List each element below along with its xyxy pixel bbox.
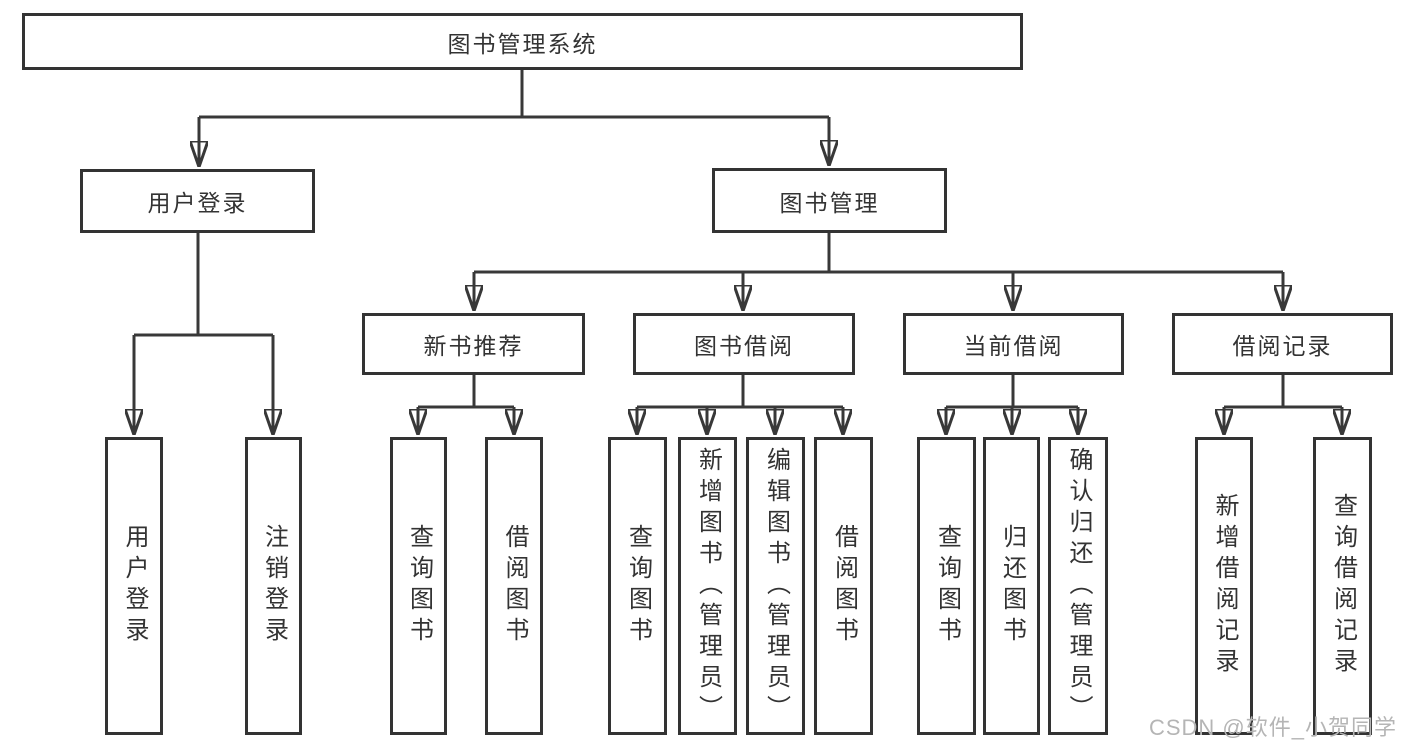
leaf-query-borrow-record-label: 查询借阅记录	[1329, 493, 1357, 679]
node-borrowing-records: 借阅记录	[1172, 313, 1393, 375]
node-new-book-recommend-label: 新书推荐	[423, 333, 524, 359]
leaf-logout-label: 注销登录	[260, 524, 288, 648]
leaf-add-borrow-record: 新增借阅记录	[1195, 437, 1253, 735]
csdn-watermark: CSDN @软件_小贺同学	[1148, 715, 1397, 740]
leaf-confirm-return-admin-label: 确认归还（管理员）	[1065, 446, 1092, 726]
leaf-return-book: 归还图书	[983, 437, 1040, 735]
leaf-query-books-borrowing-label: 查询图书	[624, 524, 652, 648]
node-user-login-branch: 用户登录	[80, 169, 315, 233]
leaf-edit-book-admin: 编辑图书（管理员）	[746, 437, 805, 735]
node-library-system-label: 图书管理系统	[447, 30, 598, 57]
node-current-borrowing: 当前借阅	[903, 313, 1124, 375]
leaf-borrow-books-borrowing-label: 借阅图书	[830, 524, 858, 648]
leaf-add-book-admin: 新增图书（管理员）	[678, 437, 737, 735]
leaf-confirm-return-admin: 确认归还（管理员）	[1048, 437, 1108, 735]
leaf-borrow-books-recommend-label: 借阅图书	[501, 524, 528, 648]
leaf-borrow-books-recommend: 借阅图书	[485, 437, 543, 735]
node-book-borrowing-label: 图书借阅	[694, 333, 794, 359]
leaf-return-book-label: 归还图书	[998, 524, 1026, 648]
node-new-book-recommend: 新书推荐	[362, 313, 585, 375]
leaf-query-books-recommend: 查询图书	[390, 437, 447, 735]
leaf-borrow-books-borrowing: 借阅图书	[814, 437, 873, 735]
leaf-add-book-admin-label: 新增图书（管理员）	[694, 446, 722, 726]
leaf-query-books-borrowing: 查询图书	[608, 437, 667, 735]
node-borrowing-records-label: 借阅记录	[1232, 333, 1333, 359]
node-book-management: 图书管理	[712, 168, 947, 233]
leaf-query-books-current: 查询图书	[917, 437, 976, 735]
leaf-query-books-current-label: 查询图书	[933, 524, 961, 648]
node-library-system: 图书管理系统	[22, 13, 1023, 70]
node-book-management-label: 图书管理	[779, 189, 880, 216]
node-user-login-branch-label: 用户登录	[147, 190, 248, 216]
leaf-logout: 注销登录	[245, 437, 302, 735]
leaf-add-borrow-record-label: 新增借阅记录	[1211, 493, 1238, 679]
node-current-borrowing-label: 当前借阅	[963, 333, 1064, 359]
node-book-borrowing: 图书借阅	[633, 313, 855, 375]
leaf-edit-book-admin-label: 编辑图书（管理员）	[762, 446, 790, 726]
leaf-query-borrow-record: 查询借阅记录	[1313, 437, 1372, 735]
leaf-user-login: 用户登录	[105, 437, 163, 735]
leaf-query-books-recommend-label: 查询图书	[405, 524, 433, 648]
leaf-user-login-label: 用户登录	[121, 524, 148, 648]
